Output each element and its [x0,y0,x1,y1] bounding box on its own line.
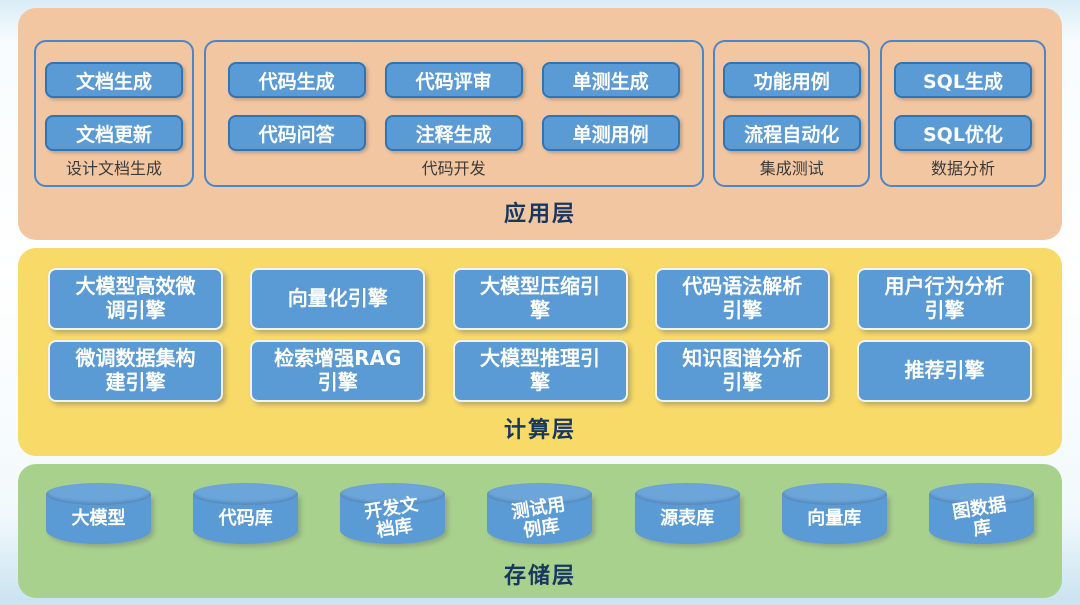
database-label: 代码库 [218,507,273,529]
engine-row-2: 微调数据集构 建引擎 检索增强RAG 引擎 大模型推理引 擎 知识图谱分析 引擎… [18,340,1062,402]
app-node-unit-test-generation: 单测生成 [541,62,680,98]
app-node-doc-generation: 文档生成 [45,62,183,98]
computing-layer: 大模型高效微 调引擎 向量化引擎 大模型压缩引 擎 代码语法解析 引擎 用户行为… [18,248,1062,456]
engine-model-inference: 大模型推理引 擎 [452,340,628,402]
database-row: 大模型 代码库 开发文 档库 测试用 例库 源表库 向量库 图数据 库 [18,483,1062,544]
application-layer: 文档生成 文档更新 设计文档生成 代码生成 代码评审 单测生成 代码问答 注释生… [18,8,1062,240]
group-label: 代码开发 [421,159,486,178]
engine-user-behavior-analysis: 用户行为分析 引擎 [857,268,1032,330]
engine-recommendation: 推荐引擎 [857,340,1032,402]
app-node-sql-optimization: SQL优化 [893,115,1032,151]
layer-label-storage: 存储层 [503,564,576,589]
database-label: 源表库 [660,507,715,529]
database-label: 大模型 [71,507,126,529]
database-source-tables: 源表库 [634,483,740,544]
database-label: 开发文 档库 [362,493,420,542]
app-node-code-review: 代码评审 [384,62,523,98]
engine-code-syntax-parsing: 代码语法解析 引擎 [654,268,830,330]
database-large-model: 大模型 [46,483,151,544]
storage-layer: 大模型 代码库 开发文 档库 测试用 例库 源表库 向量库 图数据 库 存储层 [18,464,1062,598]
database-vector-store: 向量库 [781,483,887,544]
database-label: 图数据 库 [951,493,1009,541]
group-integration-testing: 功能用例 流程自动化 集成测试 [713,40,871,187]
group-items: 文档生成 文档更新 [36,62,192,151]
database-code-repo: 代码库 [193,483,299,544]
group-label: 集成测试 [759,159,824,178]
layer-label-application: 应用层 [503,202,576,227]
engine-finetune-dataset-build: 微调数据集构 建引擎 [48,340,223,402]
engine-rag-retrieval: 检索增强RAG 引擎 [250,340,426,402]
engine-vectorization: 向量化引擎 [250,268,426,330]
engine-knowledge-graph-analysis: 知识图谱分析 引擎 [654,340,830,402]
group-items: 功能用例 流程自动化 [715,62,868,151]
database-test-cases: 测试用 例库 [487,483,593,544]
layer-label-computing: 计算层 [503,418,576,443]
app-node-comment-generation: 注释生成 [384,115,523,151]
group-code-development: 代码生成 代码评审 单测生成 代码问答 注释生成 单测用例 代码开发 [203,40,704,187]
app-node-sql-generation: SQL生成 [893,62,1032,98]
engine-model-compression: 大模型压缩引 擎 [452,268,628,330]
group-design-doc-generation: 文档生成 文档更新 设计文档生成 [34,40,194,187]
database-label: 向量库 [807,507,862,529]
application-groups: 文档生成 文档更新 设计文档生成 代码生成 代码评审 单测生成 代码问答 注释生… [18,8,1062,187]
group-items: 代码生成 代码评审 单测生成 代码问答 注释生成 单测用例 [206,62,702,151]
app-node-code-generation: 代码生成 [227,62,366,98]
app-node-unit-test-case: 单测用例 [541,115,680,151]
app-node-code-qa: 代码问答 [227,115,366,151]
app-node-function-case: 功能用例 [722,62,861,98]
engine-row-1: 大模型高效微 调引擎 向量化引擎 大模型压缩引 擎 代码语法解析 引擎 用户行为… [18,268,1062,330]
group-label: 设计文档生成 [65,159,162,178]
app-node-doc-update: 文档更新 [45,115,183,151]
database-label: 测试用 例库 [509,493,567,542]
app-node-process-automation: 流程自动化 [722,115,861,151]
engine-finetune: 大模型高效微 调引擎 [48,268,223,330]
database-dev-docs: 开发文 档库 [340,483,446,544]
group-data-analysis: SQL生成 SQL优化 数据分析 [879,40,1046,187]
group-label: 数据分析 [930,159,995,178]
group-items: SQL生成 SQL优化 [882,62,1044,151]
database-graph-db: 图数据 库 [928,483,1034,544]
